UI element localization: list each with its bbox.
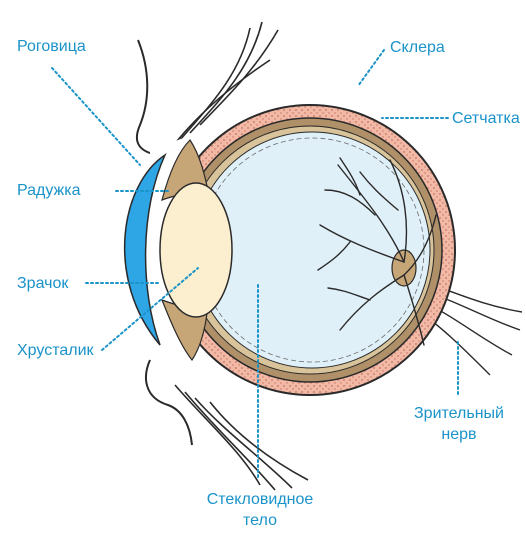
lower-eyelid-lines [175, 385, 308, 490]
leader-cornea [52, 68, 140, 165]
label-pupil: Зрачок [17, 274, 68, 293]
label-vitreous-line2: тело [195, 511, 325, 530]
lens [160, 183, 232, 317]
label-retina: Сетчатка [452, 109, 520, 128]
label-iris: Радужка [17, 181, 81, 200]
label-cornea: Роговица [17, 37, 86, 56]
face-contour-lower [146, 360, 192, 445]
label-sclera: Склера [390, 38, 445, 57]
leader-sclera [358, 50, 384, 86]
label-optic-nerve-line2: нерв [400, 425, 518, 444]
label-lens: Хрусталик [17, 341, 94, 360]
face-contour-upper [137, 40, 158, 155]
label-optic-nerve-line1: Зрительный [400, 404, 518, 423]
label-vitreous-line1: Стекловидное [195, 490, 325, 509]
